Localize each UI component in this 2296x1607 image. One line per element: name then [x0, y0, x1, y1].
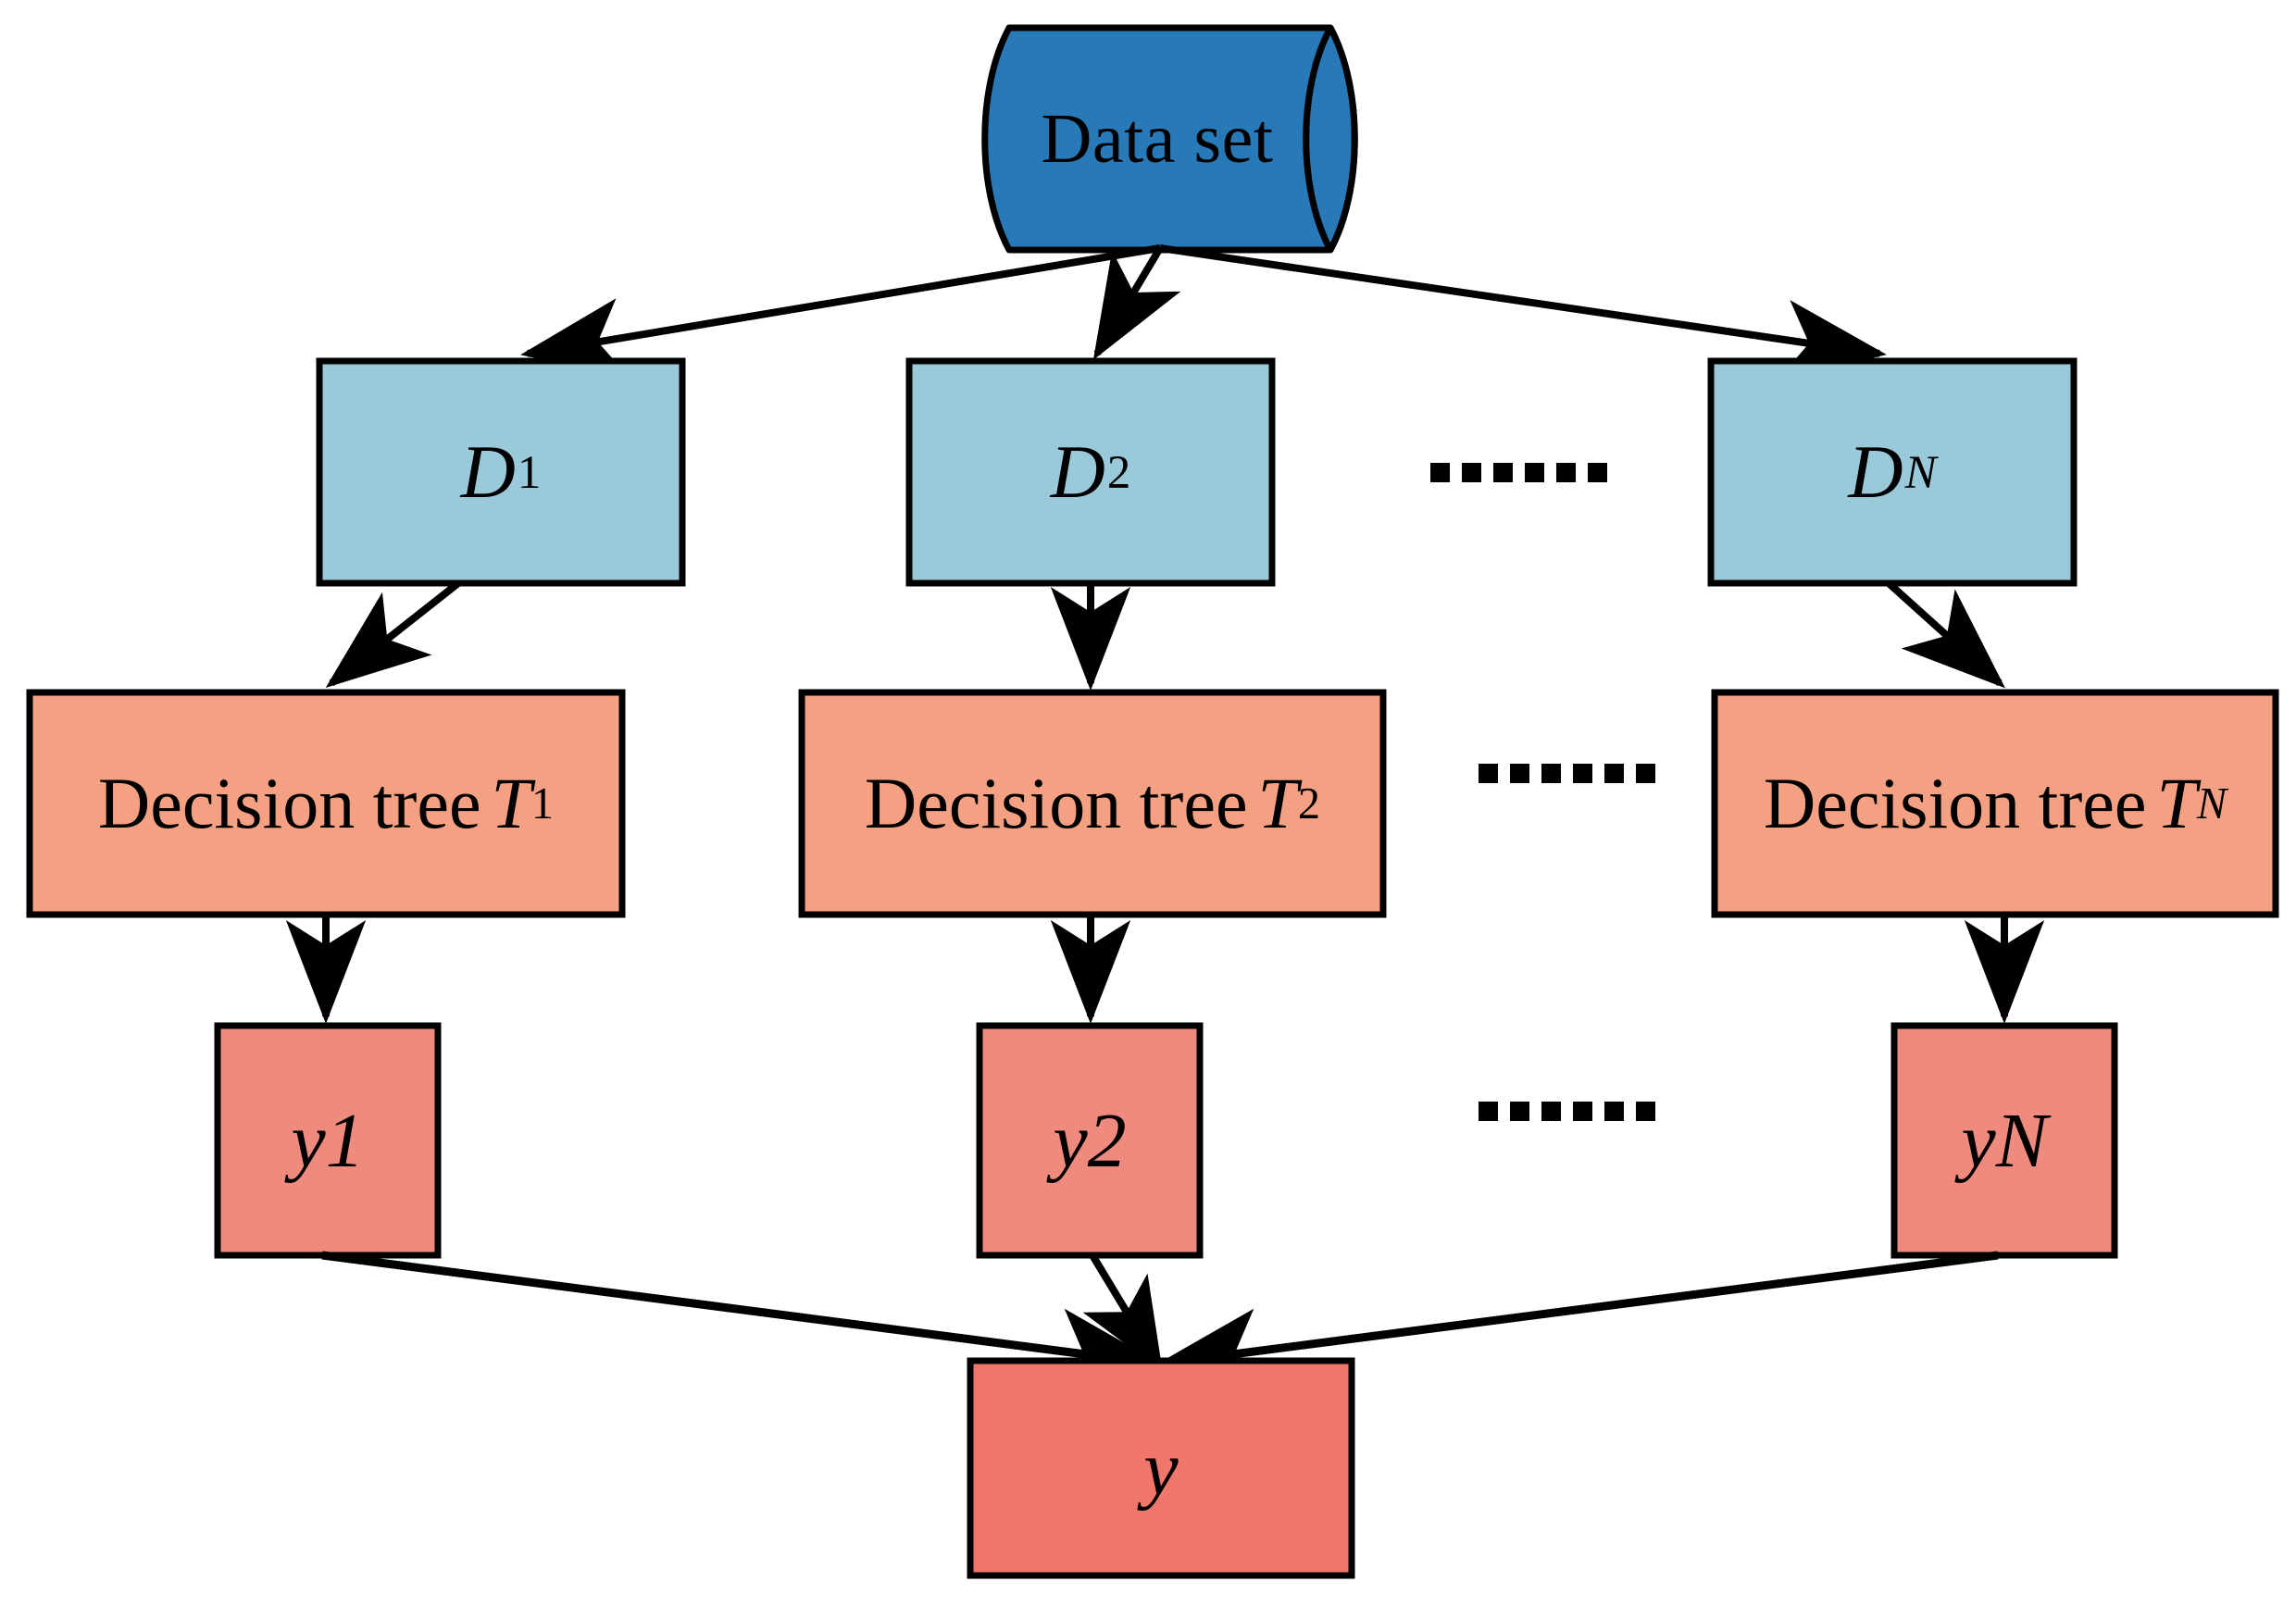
ellipsis-dot	[1541, 1102, 1561, 1121]
ellipsis-dot	[1636, 764, 1655, 783]
ellipsis-dot	[1604, 1102, 1624, 1121]
ellipsis-dot	[1541, 764, 1561, 783]
edge-dataset-to-d2	[1092, 245, 1181, 360]
ellipsis-subsets-row	[1430, 463, 1607, 482]
edge-y2-to-final	[1082, 1252, 1163, 1372]
subset-box-1[interactable]	[316, 357, 686, 587]
ellipsis-dot	[1588, 463, 1607, 482]
output-box-1[interactable]	[214, 1022, 442, 1259]
subset-box-2[interactable]	[905, 357, 1276, 587]
ellipsis-dot	[1556, 463, 1576, 482]
edge-dataset-to-dn	[1159, 244, 1887, 380]
output-box-n[interactable]	[1890, 1022, 2118, 1259]
ellipsis-dot	[1525, 463, 1544, 482]
edge-dn-to-treen	[1886, 580, 2005, 689]
edge-yn-to-final	[1156, 1251, 1999, 1393]
edge-y1-to-final	[321, 1251, 1162, 1393]
ellipsis-dot	[1462, 463, 1481, 482]
ellipsis-dot	[1636, 1102, 1655, 1121]
ellipsis-dot	[1510, 764, 1529, 783]
ellipsis-dot	[1493, 463, 1513, 482]
tree-box-1[interactable]	[26, 689, 626, 918]
tree-box-n[interactable]	[1711, 689, 2279, 918]
ellipsis-dot	[1479, 764, 1498, 783]
edge-dataset-to-d1	[520, 244, 1161, 378]
ellipsis-dot	[1573, 1102, 1592, 1121]
ellipsis-dot	[1510, 1102, 1529, 1121]
ellipsis-dot	[1479, 1102, 1498, 1121]
tree-box-2[interactable]	[798, 689, 1387, 918]
ellipsis-dot	[1573, 764, 1592, 783]
dataset-cylinder[interactable]	[981, 24, 1358, 254]
ellipsis-outputs-row	[1479, 1102, 1655, 1121]
ellipsis-trees-row	[1479, 764, 1655, 783]
subset-box-n[interactable]	[1707, 357, 2078, 587]
ellipsis-dot	[1430, 463, 1450, 482]
ellipsis-dot	[1604, 764, 1624, 783]
output-box-2[interactable]	[976, 1022, 1204, 1259]
edge-d1-to-tree1	[325, 579, 461, 688]
final-output-box[interactable]	[967, 1357, 1355, 1579]
